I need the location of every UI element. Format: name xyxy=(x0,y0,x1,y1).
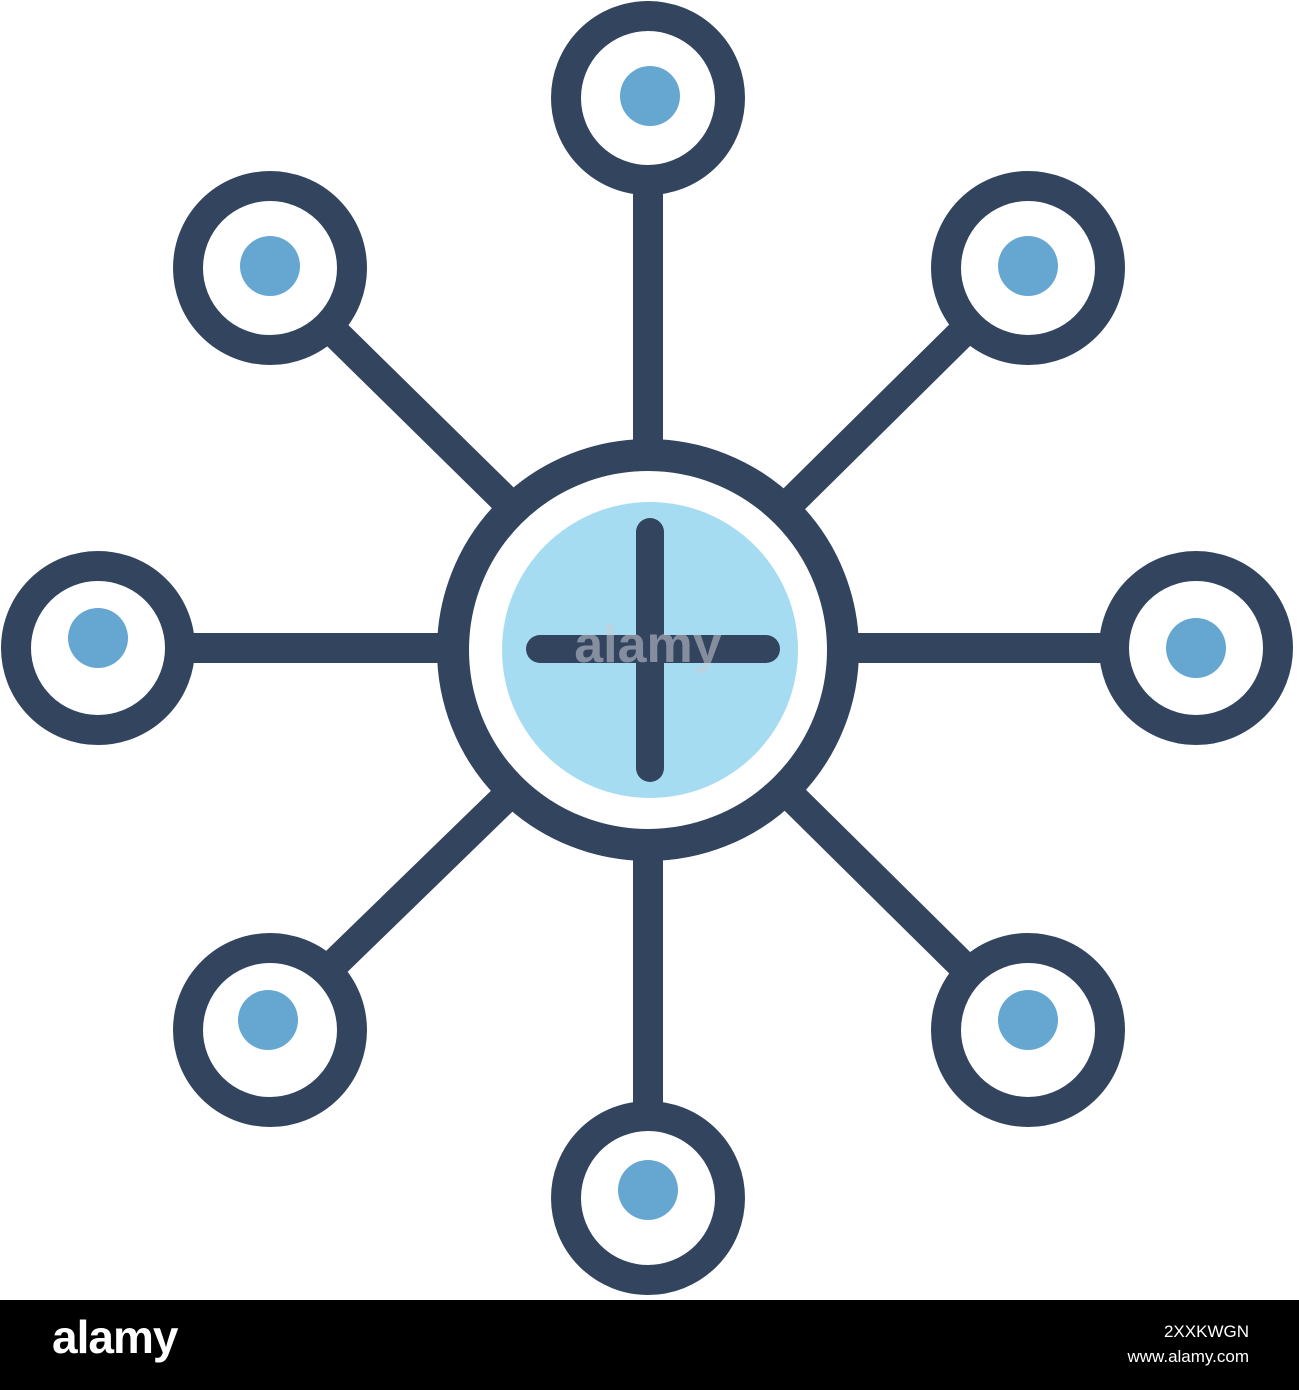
node-top-left xyxy=(173,171,367,365)
node-top-right xyxy=(931,171,1125,365)
watermark-text: alamy xyxy=(574,616,722,674)
image-id: 2XXKWGN xyxy=(1163,1322,1249,1341)
connector-top-left xyxy=(315,313,520,515)
node-bottom-left xyxy=(173,933,367,1127)
node-top xyxy=(551,1,745,195)
node-right xyxy=(1099,551,1293,745)
node-bottom xyxy=(551,1101,745,1295)
satellite-nodes xyxy=(1,1,1293,1295)
site-url: www.alamy.com xyxy=(1127,1346,1249,1366)
brand-logo: alamy xyxy=(52,1311,178,1363)
connector-lines xyxy=(170,160,1130,1125)
connector-bottom-left xyxy=(315,783,520,983)
node-left xyxy=(1,551,195,745)
network-hub-icon: alamy xyxy=(1,1,1293,1295)
connector-bottom-right xyxy=(778,783,980,983)
plus-icon xyxy=(526,518,780,782)
stock-illustration: alamy xyxy=(1,1,1293,1295)
connector-top-right xyxy=(778,315,980,515)
footer-bar: alamy 2XXKWGN www.alamy.com xyxy=(0,1300,1299,1390)
center-hub xyxy=(437,439,859,861)
node-bottom-right xyxy=(931,933,1125,1127)
footer-meta: 2XXKWGN www.alamy.com xyxy=(1127,1320,1249,1369)
